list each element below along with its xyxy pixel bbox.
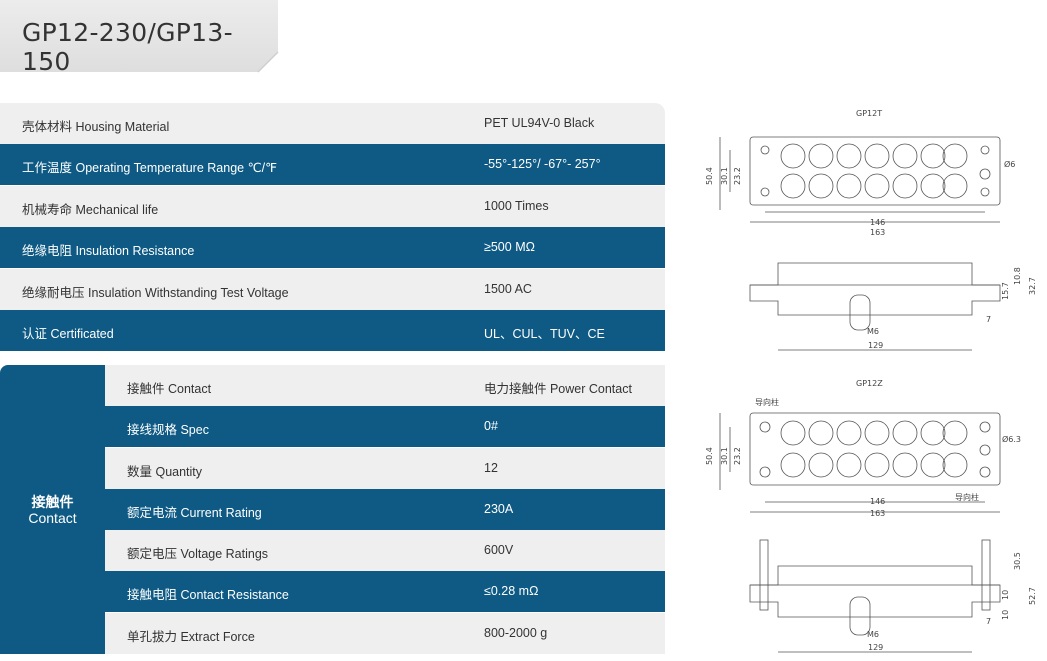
title-tab: GP12-230/GP13-150: [0, 0, 280, 76]
drawing-canvas: GP12T 146 163 50.4 30.1 23.2 Ø6 129 M6 1…: [705, 109, 1037, 653]
spec-label: 绝缘电阻 Insulation Resistance: [22, 244, 195, 258]
gp12t-threaded-stud: [849, 294, 871, 331]
gp12z-housing-outline: [749, 412, 1001, 486]
contact-label: 接线规格 Spec: [127, 423, 209, 437]
dim-height: 50.4: [705, 167, 714, 185]
technical-drawings: GP12T 146 163 50.4 30.1 23.2 Ø6 129 M6 1…: [690, 100, 1047, 656]
dim-side-height-2: 52.7: [1028, 587, 1037, 605]
dim-side-height-2: 32.7: [1028, 277, 1037, 295]
spec-label: 绝缘耐电压 Insulation Withstanding Test Volta…: [22, 286, 289, 300]
dim-width-inner: 146: [870, 497, 885, 506]
gp12t-housing-outline: [749, 136, 1001, 206]
contact-value: 230A: [484, 502, 514, 516]
contact-value: 12: [484, 461, 498, 475]
dim-side-width: 129: [868, 643, 883, 652]
dim-pitch: 30.1: [720, 167, 729, 185]
dim-side-height-3: 10: [1001, 590, 1010, 600]
dim-hole-diameter: Ø6.3: [1002, 434, 1021, 444]
dim-side-small: 7: [986, 315, 991, 324]
dim-width-outer: 163: [870, 509, 885, 518]
table-row: 额定电流 Current Rating 230A: [105, 489, 665, 530]
spec-label: 机械寿命 Mechanical life: [22, 203, 159, 217]
guide-pin-label-bottom: 导向柱: [955, 492, 979, 502]
contact-value: 600V: [484, 543, 514, 557]
contact-value: 电力接触件 Power Contact: [484, 382, 632, 396]
contact-label: 单孔拔力 Extract Force: [127, 630, 255, 644]
gp12z-guide-pin-left: [759, 539, 769, 611]
contact-label: 数量 Quantity: [127, 465, 203, 479]
table-row: 绝缘耐电压 Insulation Withstanding Test Volta…: [0, 269, 665, 310]
spec-label: 工作温度 Operating Temperature Range ℃/℉: [22, 161, 277, 175]
spec-value: 1000 Times: [484, 199, 549, 213]
page-title: GP12-230/GP13-150: [22, 18, 233, 76]
dim-width-outer: 163: [870, 228, 885, 237]
gp12t-side-outline: [749, 262, 1001, 316]
table-row: 数量 Quantity 12: [105, 448, 665, 489]
gp12z-contact-holes: [759, 420, 991, 478]
gp12z-threaded-stud: [849, 596, 871, 636]
table-row: 额定电压 Voltage Ratings 600V: [105, 530, 665, 571]
table-row: 单孔拔力 Extract Force 800-2000 g: [105, 613, 665, 654]
dim-row-spacing: 23.2: [733, 167, 742, 185]
contact-label: 接触电阻 Contact Resistance: [127, 588, 289, 602]
spec-value: PET UL94V-0 Black: [484, 116, 595, 130]
table-row: 绝缘电阻 Insulation Resistance ≥500 MΩ: [0, 227, 665, 268]
dim-side-small: 7: [986, 617, 991, 626]
dim-side-height-1: 10.8: [1013, 267, 1022, 285]
dim-thread: M6: [867, 327, 879, 336]
table-row: 壳体材料 Housing Material PET UL94V-0 Black: [0, 103, 665, 144]
dim-side-width: 129: [868, 341, 883, 350]
guide-pin-label-top: 导向柱: [755, 397, 779, 407]
specs-table: 壳体材料 Housing Material PET UL94V-0 Black …: [0, 103, 665, 351]
spec-label: 认证 Certificated: [22, 327, 114, 341]
spec-value: 1500 AC: [484, 282, 532, 296]
spec-label: 壳体材料 Housing Material: [22, 120, 170, 134]
dim-height: 50.4: [705, 447, 714, 465]
dim-pitch: 30.1: [720, 447, 729, 465]
table-row: 机械寿命 Mechanical life 1000 Times: [0, 186, 665, 227]
dim-thread: M6: [867, 630, 879, 639]
contact-section-heading: 接触件 Contact: [0, 365, 105, 654]
spec-value: UL、CUL、TUV、CE: [484, 327, 605, 341]
gp12z-guide-pin-right: [981, 539, 991, 611]
table-row: 认证 Certificated UL、CUL、TUV、CE: [0, 310, 665, 351]
contact-value: 800-2000 g: [484, 626, 548, 640]
dim-width-inner: 146: [870, 218, 885, 227]
dim-side-height-3: 15.7: [1001, 282, 1010, 300]
table-row: 接触电阻 Contact Resistance ≤0.28 mΩ: [105, 571, 665, 612]
contact-heading-en: Contact: [28, 510, 77, 526]
spec-value: -55°-125°/ -67°- 257°: [484, 157, 601, 171]
drawing-label-bottom: GP12Z: [856, 379, 883, 388]
table-row: 接触件 Contact 电力接触件 Power Contact: [105, 365, 665, 406]
spec-value: ≥500 MΩ: [484, 240, 535, 254]
contact-label: 接触件 Contact: [127, 382, 212, 396]
dim-side-height-1: 30.5: [1013, 552, 1022, 570]
contact-value: ≤0.28 mΩ: [484, 584, 539, 598]
dim-hole-diameter: Ø6: [1004, 159, 1015, 169]
gp12t-contact-holes: [760, 143, 991, 199]
contact-heading-cn: 接触件: [31, 494, 74, 510]
contact-label: 额定电压 Voltage Ratings: [127, 547, 269, 561]
table-row: 接线规格 Spec 0#: [105, 406, 665, 447]
dim-side-height-4: 10: [1001, 610, 1010, 620]
table-row: 工作温度 Operating Temperature Range ℃/℉ -55…: [0, 144, 665, 185]
drawing-label-top: GP12T: [856, 109, 882, 118]
contact-value: 0#: [484, 419, 498, 433]
dim-row-spacing: 23.2: [733, 447, 742, 465]
gp12z-side-outline: [749, 565, 1001, 618]
contact-label: 额定电流 Current Rating: [127, 506, 262, 520]
contact-table: 接触件 Contact 接触件 Contact 电力接触件 Power Cont…: [0, 365, 665, 654]
title-tab-shape: [0, 0, 279, 73]
